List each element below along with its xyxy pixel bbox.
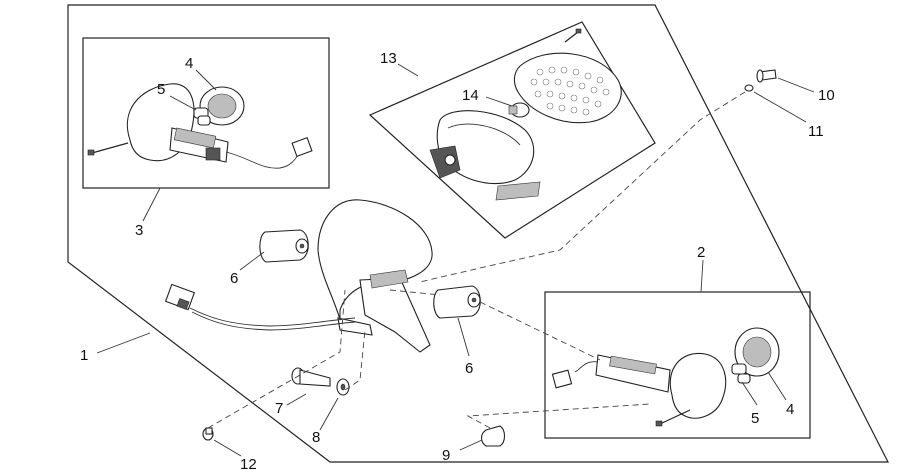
cap-nut — [480, 425, 506, 447]
callout-labels: 1 2 3 4 5 6 6 7 8 9 10 11 12 13 14 5 4 — [80, 50, 835, 470]
callout-4-right: 4 — [786, 401, 794, 418]
screw-and-washer-top-right — [744, 69, 777, 92]
callout-7: 7 — [275, 400, 283, 417]
callout-4-left: 4 — [185, 55, 193, 72]
license-plate-holder — [317, 199, 433, 353]
inset-box-left-indicator — [82, 37, 330, 189]
screw-bottom-left — [202, 427, 214, 441]
leader-lines — [96, 63, 815, 457]
inset-box-right-indicator — [544, 291, 811, 439]
right-indicator-assembly — [551, 327, 780, 427]
wiring-harness — [164, 283, 356, 331]
callout-1: 1 — [80, 347, 88, 364]
rubber-spacer-right — [433, 285, 481, 319]
bolt-and-washer — [291, 367, 350, 396]
callout-14: 14 — [462, 87, 479, 104]
callout-2: 2 — [697, 244, 705, 261]
callout-5-right: 5 — [751, 410, 759, 427]
assembly-dash-lines — [207, 91, 746, 429]
inset-box-tail-light — [368, 21, 656, 239]
left-indicator-assembly — [87, 83, 313, 169]
tail-light-assembly — [429, 28, 622, 201]
callout-13: 13 — [380, 50, 397, 67]
callout-3: 3 — [135, 222, 143, 239]
callout-12: 12 — [240, 456, 257, 470]
rubber-spacer-left — [259, 229, 309, 263]
callout-6-right: 6 — [465, 360, 473, 377]
callout-6-left: 6 — [230, 270, 238, 287]
callout-8: 8 — [312, 429, 320, 446]
callout-11: 11 — [808, 123, 824, 140]
callout-10: 10 — [818, 87, 835, 104]
assembly-outline — [67, 4, 889, 463]
callout-9: 9 — [442, 447, 450, 464]
callout-5-left: 5 — [157, 81, 165, 98]
